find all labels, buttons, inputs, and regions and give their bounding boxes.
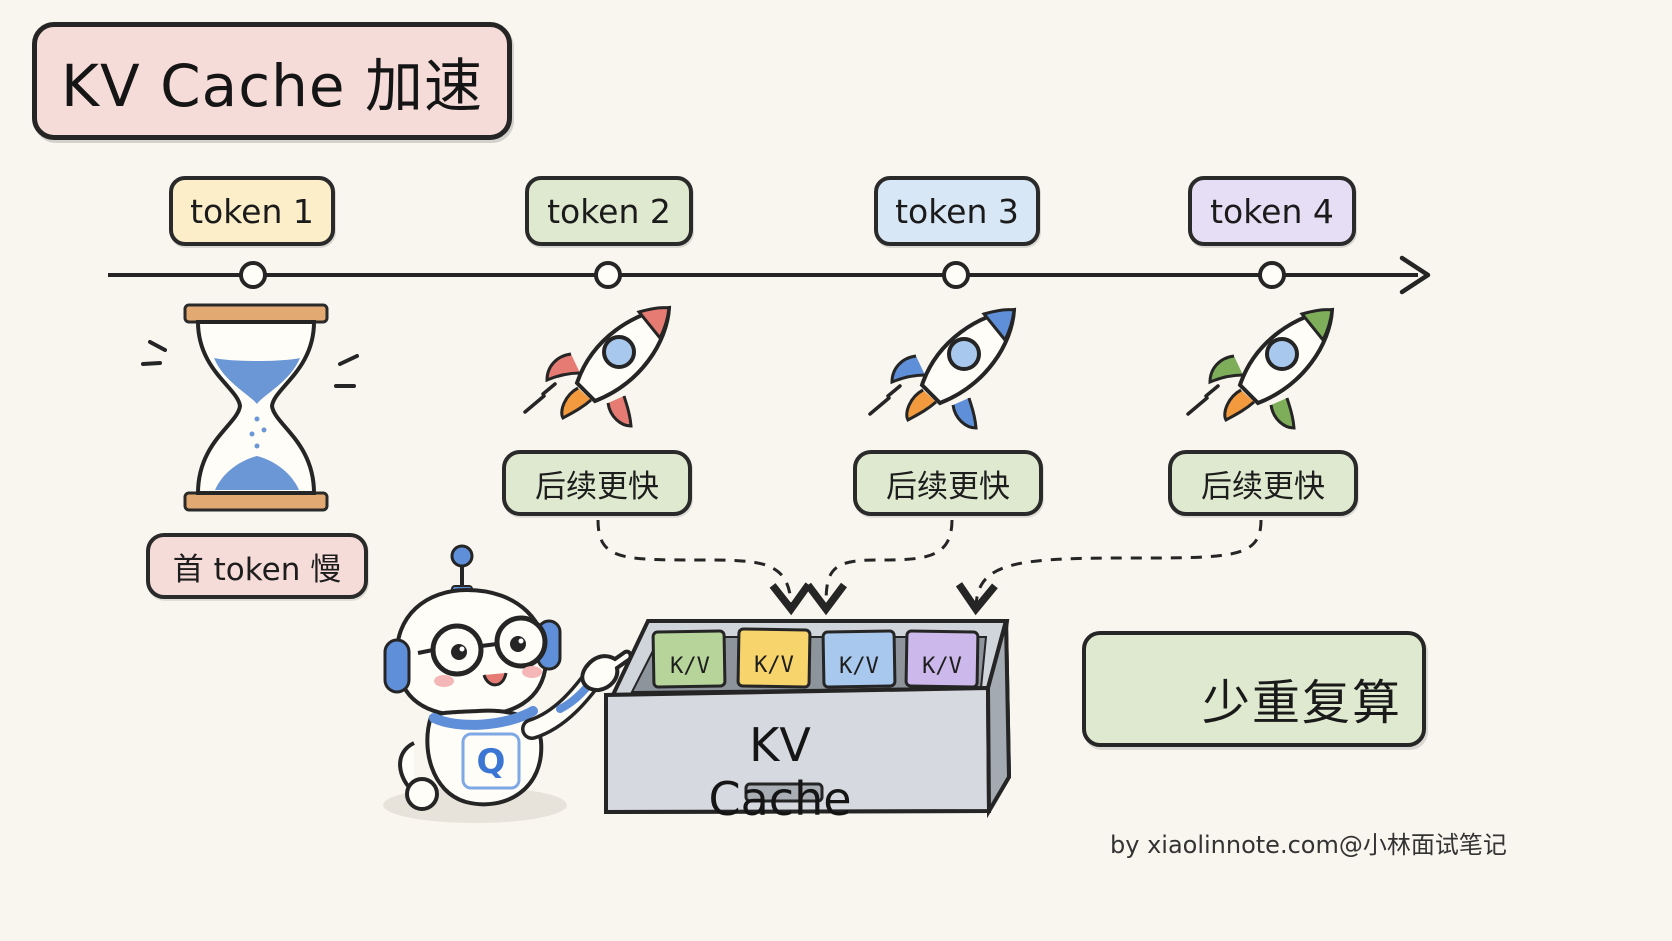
- timeline-marker: [942, 261, 970, 289]
- kv-card-label: K/V: [839, 653, 879, 679]
- rocket-icon: [868, 307, 1017, 430]
- faster-note: 后续更快: [1168, 450, 1358, 516]
- benefit-card: 少重复算: [1082, 631, 1426, 747]
- robot-mascot-icon: [383, 544, 633, 823]
- drawer-handle: [744, 782, 824, 803]
- kv-card-label: K/V: [670, 653, 710, 679]
- dashed-arrow: [805, 519, 954, 616]
- kv-cache-label: KV Cache: [708, 718, 852, 826]
- kv-card-label: K/V: [754, 652, 794, 678]
- timeline-marker: [239, 261, 267, 289]
- rocket-icon: [523, 305, 672, 428]
- token-label: token 3: [874, 176, 1040, 246]
- timeline-marker: [1258, 261, 1286, 289]
- footer-credit: by xiaolinnote.com@小林面试笔记: [1110, 831, 1507, 859]
- benefit-text: 少重复算: [1202, 675, 1403, 731]
- timeline-marker: [594, 261, 622, 289]
- rocket-icon: [1186, 307, 1335, 430]
- page-title: KV Cache 加速: [32, 22, 512, 140]
- faster-note: 后续更快: [853, 450, 1043, 516]
- token-label: token 2: [525, 176, 693, 246]
- dashed-arrow: [955, 519, 1263, 616]
- dashed-arrow: [596, 519, 812, 616]
- faster-note: 后续更快: [502, 450, 692, 516]
- timeline-arrow-icon: [1399, 255, 1431, 295]
- kv-card-label: K/V: [922, 653, 962, 679]
- hourglass-icon: [141, 303, 359, 512]
- robot-badge: Q: [476, 741, 506, 782]
- token-label: token 4: [1188, 176, 1356, 246]
- token-label: token 1: [169, 176, 335, 246]
- first-token-slow-note: 首 token 慢: [146, 533, 368, 599]
